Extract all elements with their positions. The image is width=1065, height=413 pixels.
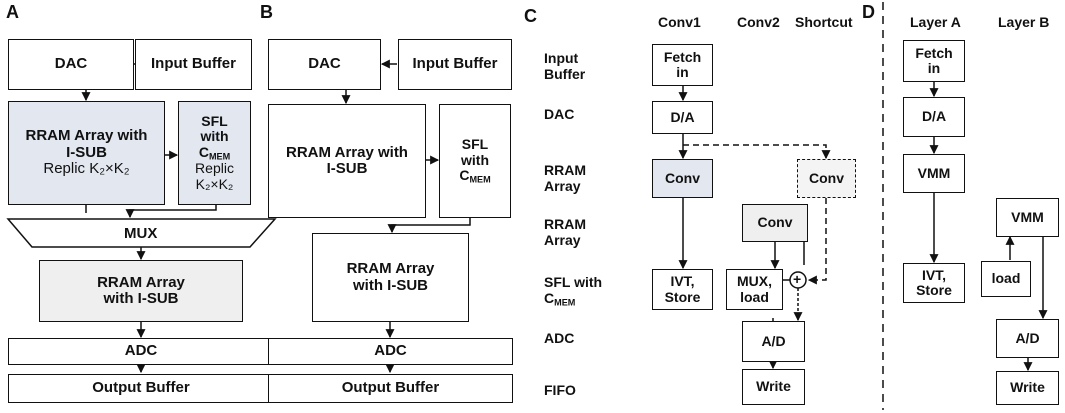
- b-dac-box: DAC: [268, 39, 381, 90]
- d-load-box: load: [981, 261, 1031, 297]
- c-mux-load-box: MUX, load: [726, 269, 783, 310]
- c-header-shortcut: Shortcut: [795, 14, 853, 30]
- d-vmm-b-box: VMM: [996, 198, 1059, 237]
- a-sfl-box: SFL with CMEM Replic K₂×K₂: [178, 101, 251, 205]
- b-rram2-line1: RRAM Array: [346, 260, 435, 277]
- b-output-buffer-box: Output Buffer: [268, 374, 513, 403]
- a-rram-array-box: RRAM Array with I-SUB Replic K₂×K₂: [8, 101, 165, 205]
- b-rram-array-box: RRAM Array with I-SUB: [268, 104, 426, 218]
- a-sfl-line4: Replic: [195, 160, 234, 177]
- d-ad-box: A/D: [996, 319, 1059, 358]
- b-sfl-line2: with: [461, 151, 489, 168]
- c-conv-shortcut-box: Conv: [797, 159, 856, 198]
- c-row-fifo: FIFO: [544, 382, 576, 398]
- a-adc-box: ADC: [8, 338, 274, 365]
- d-write-box: Write: [996, 371, 1059, 405]
- c-row-dac: DAC: [544, 106, 575, 122]
- c-row-rram2: RRAM Array: [544, 216, 586, 249]
- a-mux-label: MUX: [124, 225, 158, 242]
- a-sfl-line1: SFL: [201, 113, 228, 130]
- b-input-buffer-label: Input Buffer: [412, 55, 498, 73]
- d-da-box: D/A: [903, 97, 965, 137]
- b-output-buffer-label: Output Buffer: [341, 379, 440, 397]
- a-dac-label: DAC: [54, 55, 88, 73]
- panel-label-d: D: [862, 2, 875, 22]
- c-row-sfl: SFL with CMEM: [544, 274, 603, 308]
- c-plus-sign: +: [793, 271, 802, 287]
- panel-label-c: C: [524, 6, 537, 26]
- c-header-conv1: Conv1: [658, 14, 701, 30]
- b-rram-line1: RRAM Array with: [286, 143, 408, 161]
- panel-label-b: B: [260, 2, 273, 22]
- b-rram-array2-box: RRAM Array with I-SUB: [312, 233, 469, 322]
- b-rram2-line2: with I-SUB: [353, 276, 428, 294]
- a-sfl-line5: K₂×K₂: [195, 175, 234, 192]
- a-rram-line2: I-SUB: [66, 143, 107, 161]
- c-da-box: D/A: [652, 101, 713, 134]
- a-input-buffer-box: Input Buffer: [135, 39, 252, 90]
- c-row-adc: ADC: [544, 330, 575, 346]
- c-ivt-store-box: IVT, Store: [652, 269, 713, 310]
- a-input-buffer-label: Input Buffer: [151, 55, 236, 73]
- panel-label-a: A: [6, 2, 19, 22]
- b-dac-label: DAC: [308, 55, 341, 73]
- c-row-rram1: RRAM Array: [544, 162, 586, 195]
- c-ad-box: A/D: [742, 321, 805, 362]
- a-adc-label: ADC: [124, 342, 158, 360]
- b-input-buffer-box: Input Buffer: [398, 39, 512, 90]
- b-sfl-line1: SFL: [461, 136, 489, 153]
- b-rram-line2: I-SUB: [326, 160, 368, 177]
- a-rram-array2-box: RRAM Array with I-SUB: [39, 260, 243, 322]
- b-adc-box: ADC: [268, 338, 513, 365]
- b-sfl-cmem: CMEM: [459, 167, 491, 185]
- d-header-layer-b: Layer B: [998, 14, 1050, 30]
- a-output-buffer-box: Output Buffer: [8, 374, 274, 403]
- c-conv1-box: Conv: [652, 159, 713, 198]
- d-fetch-box: Fetch in: [903, 40, 965, 82]
- a-dac-box: DAC: [8, 39, 134, 90]
- a-rram-line1: RRAM Array with: [25, 127, 148, 145]
- c-row-input-buffer: Input Buffer: [544, 50, 586, 83]
- a-output-buffer-label: Output Buffer: [92, 379, 190, 397]
- c-header-conv2: Conv2: [737, 14, 780, 30]
- a-sfl-cmem: CMEM: [198, 143, 231, 162]
- c-conv2-box: Conv: [742, 204, 808, 242]
- a-rram2-line1: RRAM Array: [97, 273, 185, 291]
- c-fetch-box: Fetch in: [652, 44, 713, 86]
- d-header-layer-a: Layer A: [910, 14, 961, 30]
- a-rram2-line2: with I-SUB: [103, 290, 179, 307]
- c-write-box: Write: [742, 369, 805, 405]
- d-ivt-store-box: IVT, Store: [903, 263, 965, 303]
- d-vmm-a-box: VMM: [903, 154, 965, 193]
- b-sfl-box: SFL with CMEM: [439, 104, 511, 218]
- a-sfl-line2: with: [200, 128, 229, 145]
- a-rram-line3: Replic K₂×K₂: [43, 160, 130, 178]
- b-adc-label: ADC: [374, 342, 407, 360]
